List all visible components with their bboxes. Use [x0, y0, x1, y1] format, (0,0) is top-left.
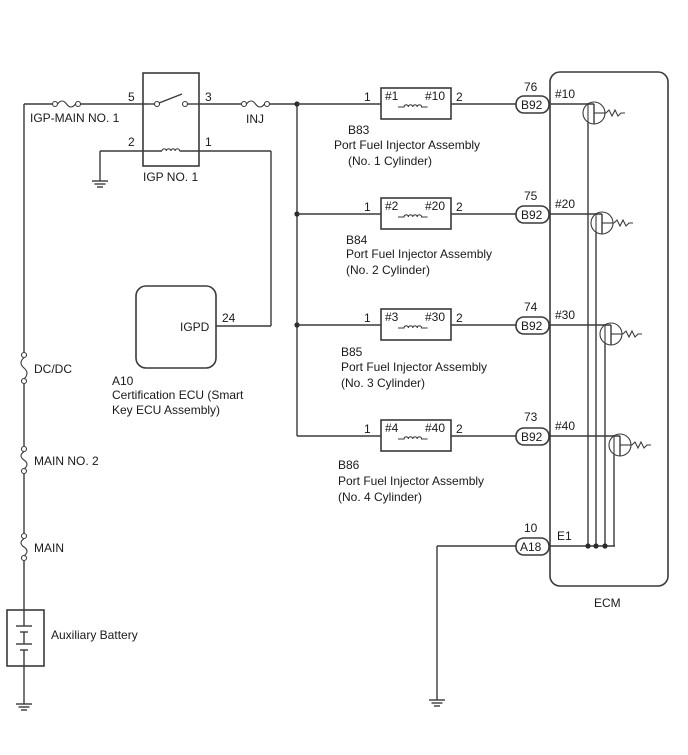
cert-ecu-pin: 24: [222, 311, 236, 325]
fuse-main-no2-label: MAIN NO. 2: [34, 454, 99, 468]
ecm-ground-terminal: E1: [557, 529, 572, 543]
ecm-signal-40: #40: [555, 419, 575, 433]
fuse-inj-label: INJ: [246, 112, 264, 126]
injector-b84-cyl: (No. 2 Cylinder): [346, 263, 430, 277]
injector-b86: #4 #40 1 2 B86 Port Fuel Injector Assemb…: [338, 419, 516, 504]
fuse-main-no2: MAIN NO. 2: [20, 445, 99, 475]
injector-b86-name: Port Fuel Injector Assembly: [338, 474, 484, 488]
injector-b85-tag-left: #3: [385, 310, 399, 324]
ecm-signal-20: #20: [555, 197, 575, 211]
injector-b85-tag-right: #30: [425, 310, 445, 324]
main-feed-wire: [23, 103, 52, 704]
ecm-connector-75-pin: 75: [524, 189, 538, 203]
ecm-connector-73-label: B92: [521, 430, 543, 444]
injector-b86-tag-right: #40: [425, 421, 445, 435]
ecm-label: ECM: [594, 596, 621, 610]
injector-b83-tag-right: #10: [425, 89, 445, 103]
injector-b86-id: B86: [338, 458, 360, 472]
certification-ecu: IGPD 24 A10 Certification ECU (Smart Key…: [112, 285, 244, 417]
injector-b84-pin2: 2: [456, 200, 463, 214]
injector-b83-cyl: (No. 1 Cylinder): [348, 154, 432, 168]
ecm-transistor-4: [608, 433, 651, 546]
injector-b86-pin1: 1: [364, 422, 371, 436]
injector-b84: #2 #20 1 2 B84 Port Fuel Injector Assemb…: [297, 197, 516, 277]
ecm-connector-a18: A18 10 E1: [515, 521, 615, 556]
cert-ecu-name-2: Key ECU Assembly): [112, 403, 220, 417]
fuse-dcdc: DC/DC: [20, 351, 72, 385]
ecm-transistor-2: [590, 211, 633, 546]
ecm-connector-76-label: B92: [521, 98, 543, 112]
injector-b85-pin2: 2: [456, 311, 463, 325]
injector-b83-name: Port Fuel Injector Assembly: [334, 138, 480, 152]
injector-b85-id: B85: [341, 345, 363, 359]
injector-b86-pin2: 2: [456, 422, 463, 436]
relay-pin-3: 3: [205, 90, 212, 104]
injector-b84-tag-right: #20: [425, 199, 445, 213]
fuse-igp-main: IGP-MAIN NO. 1: [30, 100, 147, 125]
fuse-main: MAIN: [20, 532, 64, 562]
auxiliary-battery: Auxiliary Battery: [6, 609, 138, 667]
injector-b85: #3 #30 1 2 B85 Port Fuel Injector Assemb…: [297, 308, 516, 390]
injector-b84-tag-left: #2: [385, 199, 399, 213]
ecm-connector-76: B92 76 #10: [515, 80, 594, 114]
injector-b84-name: Port Fuel Injector Assembly: [346, 247, 492, 261]
cert-ecu-id: A10: [112, 374, 134, 388]
injector-b86-tag-left: #4: [385, 421, 399, 435]
injector-b84-pin1: 1: [364, 200, 371, 214]
injector-b85-name: Port Fuel Injector Assembly: [341, 360, 487, 374]
ecm-transistor-1: [582, 101, 625, 546]
ecm-connector-74-pin: 74: [524, 300, 538, 314]
ecm-transistor-3: [599, 322, 642, 546]
ecm-connector-75: B92 75 #20: [515, 189, 602, 224]
injector-b83-pin2: 2: [456, 90, 463, 104]
ecm-connector-74: B92 74 #30: [515, 300, 611, 335]
ecm-connector-76-pin: 76: [524, 80, 538, 94]
injector-b86-cyl: (No. 4 Cylinder): [338, 490, 422, 504]
ecm-connector-75-label: B92: [521, 208, 543, 222]
relay-coil-ground: [92, 150, 143, 188]
relay-igp-no1: 5 3 2 1 IGP NO. 1: [128, 72, 212, 184]
battery-label: Auxiliary Battery: [51, 628, 138, 642]
ecm-connector-74-label: B92: [521, 319, 543, 333]
injector-b83-id: B83: [348, 123, 370, 137]
ecm-connector-73: B92 73 #40: [515, 410, 620, 446]
ecm-signal-30: #30: [555, 308, 575, 322]
ecm-connector-a18-pin: 10: [524, 521, 538, 535]
ground-symbol-battery: [16, 703, 32, 711]
ecm-ground-wire: [429, 545, 516, 707]
fuse-igp-main-label: IGP-MAIN NO. 1: [30, 111, 120, 125]
relay-label: IGP NO. 1: [143, 170, 198, 184]
ecm-signal-10: #10: [555, 87, 575, 101]
fuse-dcdc-label: DC/DC: [34, 362, 72, 376]
relay-pin-5: 5: [128, 90, 135, 104]
fuse-main-label: MAIN: [34, 541, 64, 555]
ecm: ECM: [549, 71, 669, 610]
relay-pin-1: 1: [205, 135, 212, 149]
fuse-inj: INJ: [199, 100, 297, 126]
ecm-ground-junctions: [585, 543, 608, 549]
injector-b85-cyl: (No. 3 Cylinder): [341, 376, 425, 390]
ecm-connector-73-pin: 73: [524, 410, 538, 424]
relay-pin-2: 2: [128, 135, 135, 149]
cert-ecu-name-1: Certification ECU (Smart: [112, 388, 244, 402]
injector-b83: #1 #10 1 2 B83 Port Fuel Injector Assemb…: [297, 87, 516, 168]
injector-b83-pin1: 1: [364, 90, 371, 104]
injector-b85-pin1: 1: [364, 311, 371, 325]
igpd-wire: [199, 150, 272, 327]
injector-b84-id: B84: [346, 233, 368, 247]
cert-ecu-terminal: IGPD: [180, 320, 210, 334]
injector-b83-tag-left: #1: [385, 89, 399, 103]
ecm-connector-a18-label: A18: [520, 540, 542, 554]
